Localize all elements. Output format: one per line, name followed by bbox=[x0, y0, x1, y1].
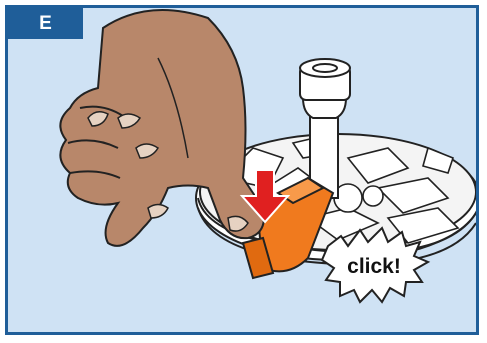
click-callout-text: click! bbox=[347, 255, 401, 278]
illustration-frame: E bbox=[5, 5, 479, 335]
device-illustration: click! bbox=[8, 8, 479, 335]
